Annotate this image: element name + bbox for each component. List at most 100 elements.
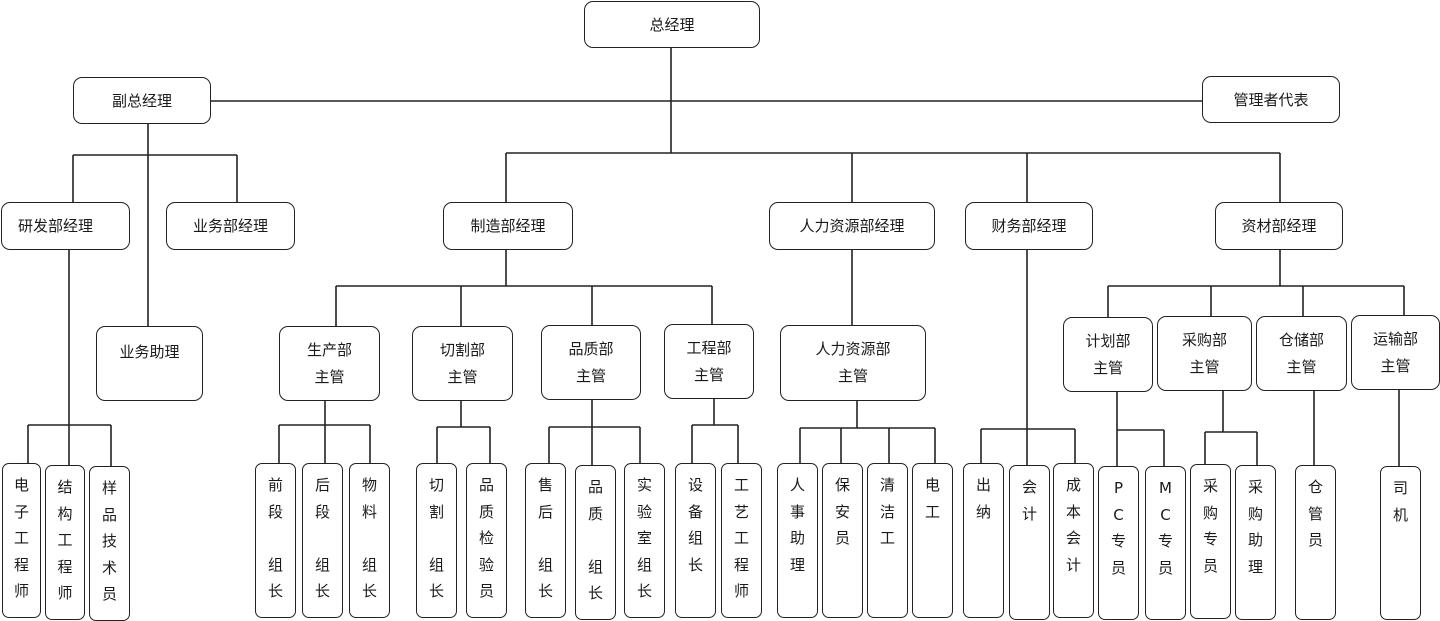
node-lab-leader[interactable]: 实验室组长 bbox=[624, 463, 665, 618]
node-planning-supervisor[interactable]: 计划部主管 bbox=[1063, 317, 1153, 392]
node-structural-engineer[interactable]: 结构工程师 bbox=[45, 465, 85, 620]
label-char: 计 bbox=[1021, 504, 1037, 523]
node-hr-manager[interactable]: 人力资源部经理 bbox=[769, 202, 935, 250]
label-char: 验 bbox=[636, 502, 652, 521]
label-char: P bbox=[1113, 479, 1124, 497]
node-label: 业务部经理 bbox=[192, 217, 268, 235]
label-char: 理 bbox=[1247, 557, 1263, 576]
node-manufacturing-manager[interactable]: 制造部经理 bbox=[443, 202, 573, 250]
label-char: 事 bbox=[789, 502, 805, 521]
node-label-line1: 仓储部 bbox=[1278, 330, 1324, 349]
node-sample-technician[interactable]: 样品技术员 bbox=[89, 466, 130, 621]
label-char: 验 bbox=[478, 555, 494, 574]
label-char: 质 bbox=[478, 502, 494, 521]
node-purchasing-supervisor[interactable]: 采购部主管 bbox=[1157, 316, 1252, 391]
node-label-line2: 主管 bbox=[693, 365, 724, 384]
label-char: 长 bbox=[314, 582, 330, 600]
node-materials-manager[interactable]: 资材部经理 bbox=[1215, 202, 1343, 250]
node-label-line2: 主管 bbox=[837, 367, 868, 385]
node-sales-manager[interactable]: 业务部经理 bbox=[166, 202, 295, 250]
node-label: 副总经理 bbox=[111, 91, 172, 110]
label-char: 组 bbox=[267, 555, 283, 574]
node-hr-supervisor[interactable]: 人力资源部主管 bbox=[780, 325, 926, 401]
node-warehouse-keeper[interactable]: 仓管员 bbox=[1295, 465, 1336, 620]
label-char: 构 bbox=[57, 504, 73, 523]
node-label-line2: 主管 bbox=[447, 367, 478, 386]
node-hr-assistant[interactable]: 人事助理 bbox=[777, 463, 818, 618]
label-char: 工 bbox=[879, 529, 895, 547]
label-char: 物 bbox=[361, 476, 377, 494]
label-char: 长 bbox=[687, 555, 703, 574]
label-char: 质 bbox=[587, 504, 603, 523]
label-char: 员 bbox=[834, 529, 850, 547]
node-transport-supervisor[interactable]: 运输部主管 bbox=[1351, 315, 1440, 390]
node-quality-inspector[interactable]: 品质检验员 bbox=[466, 463, 507, 618]
node-warehouse-supervisor[interactable]: 仓储部主管 bbox=[1256, 316, 1347, 391]
node-driver[interactable]: 司机 bbox=[1380, 466, 1421, 620]
node-electronic-engineer[interactable]: 电子工程师 bbox=[2, 463, 41, 618]
node-label: 业务助理 bbox=[119, 343, 180, 361]
node-quality-leader[interactable]: 品质组长 bbox=[575, 465, 616, 620]
label-char: 专 bbox=[1202, 530, 1218, 548]
node-engineering-supervisor[interactable]: 工程部主管 bbox=[664, 324, 754, 399]
node-sales-assistant[interactable]: 业务助理 bbox=[96, 326, 203, 401]
node-quality-supervisor[interactable]: 品质部主管 bbox=[541, 325, 641, 400]
node-label-line1: 运输部 bbox=[1372, 329, 1418, 348]
node-label-line2: 主管 bbox=[1092, 358, 1123, 377]
label-char: 采 bbox=[1247, 478, 1263, 496]
node-label-line2: 主管 bbox=[314, 367, 345, 386]
label-char: 段 bbox=[267, 502, 283, 521]
label-char: 理 bbox=[789, 555, 805, 574]
label-char: 术 bbox=[101, 558, 117, 577]
node-front-section-leader[interactable]: 前段组长 bbox=[255, 463, 296, 618]
label-char: 司 bbox=[1392, 479, 1408, 497]
node-purchasing-assistant[interactable]: 采购助理 bbox=[1235, 465, 1276, 620]
label-char: 专 bbox=[1157, 532, 1173, 550]
node-rd-manager[interactable]: 研发部经理 bbox=[1, 202, 130, 250]
node-cutting-supervisor[interactable]: 切割部主管 bbox=[412, 326, 513, 401]
node-after-sales-leader[interactable]: 售后组长 bbox=[525, 463, 566, 618]
label-char: 组 bbox=[687, 529, 703, 547]
label-char: 工 bbox=[13, 529, 29, 547]
label-char: 程 bbox=[13, 555, 29, 574]
node-label-line1: 品质部 bbox=[568, 339, 614, 358]
label-char: 人 bbox=[789, 476, 805, 494]
label-char: 组 bbox=[537, 555, 553, 574]
node-materials-leader[interactable]: 物料组长 bbox=[349, 463, 390, 618]
node-label: 研发部经理 bbox=[18, 217, 94, 235]
node-equipment-leader[interactable]: 设备组长 bbox=[675, 463, 716, 618]
node-process-engineer[interactable]: 工艺工程师 bbox=[721, 463, 762, 618]
label-char: 长 bbox=[428, 582, 444, 600]
node-security-guard[interactable]: 保安员 bbox=[822, 463, 863, 618]
label-char: 安 bbox=[834, 502, 850, 521]
label-char: 采 bbox=[1202, 477, 1218, 495]
label-char: 艺 bbox=[733, 502, 749, 521]
node-cashier[interactable]: 出纳 bbox=[963, 463, 1004, 618]
node-cleaner[interactable]: 清洁工 bbox=[867, 463, 908, 618]
label-char: 助 bbox=[1247, 531, 1263, 549]
label-char: 组 bbox=[428, 555, 444, 574]
label-char: 出 bbox=[975, 476, 991, 494]
node-label: 管理者代表 bbox=[1233, 90, 1309, 109]
node-management-representative[interactable]: 管理者代表 bbox=[1202, 76, 1340, 123]
node-finance-manager[interactable]: 财务部经理 bbox=[965, 202, 1093, 250]
label-char: 会 bbox=[1065, 529, 1081, 547]
node-purchasing-specialist[interactable]: 采购专员 bbox=[1190, 464, 1231, 619]
node-accountant[interactable]: 会计 bbox=[1009, 465, 1050, 620]
node-general-manager[interactable]: 总经理 bbox=[584, 1, 760, 48]
label-char: 工 bbox=[924, 502, 940, 521]
node-rear-section-leader[interactable]: 后段组长 bbox=[302, 463, 343, 618]
node-cost-accountant[interactable]: 成本会计 bbox=[1053, 463, 1094, 618]
node-deputy-general-manager[interactable]: 副总经理 bbox=[73, 77, 211, 124]
label-char: 结 bbox=[57, 478, 73, 496]
node-electrician[interactable]: 电工 bbox=[912, 463, 953, 618]
label-char: 电 bbox=[924, 476, 940, 494]
label-char: 保 bbox=[834, 476, 850, 494]
node-label-line1: 采购部 bbox=[1181, 330, 1227, 349]
label-char: 程 bbox=[57, 557, 73, 576]
node-production-supervisor[interactable]: 生产部主管 bbox=[279, 326, 380, 401]
node-cutting-leader[interactable]: 切割组长 bbox=[416, 463, 457, 618]
